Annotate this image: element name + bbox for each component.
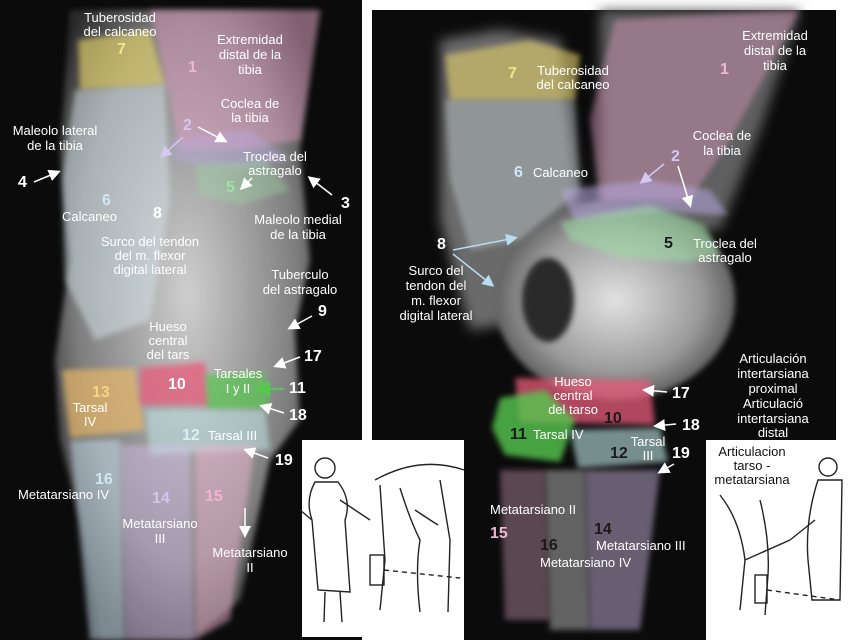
right-number-2: 2 <box>671 148 680 165</box>
left-number-6: 6 <box>102 192 111 209</box>
right-number-12: 12 <box>610 445 628 462</box>
right-number-14: 14 <box>594 521 612 538</box>
left-label-calcaneus: Calcaneo <box>62 209 117 224</box>
left-number-8: 8 <box>153 205 162 222</box>
right-number-15: 15 <box>490 525 508 542</box>
left-number-1: 1 <box>188 59 197 76</box>
left-number-9: 9 <box>318 303 327 320</box>
left-number-10: 10 <box>168 376 186 393</box>
left-number-11: 11 <box>289 380 306 397</box>
left-number-19: 19 <box>275 452 293 469</box>
left-number-7: 7 <box>117 41 126 58</box>
right-number-6: 6 <box>514 164 523 181</box>
right-number-1: 1 <box>720 61 729 78</box>
right-number-19: 19 <box>672 445 690 462</box>
left-number-2: 2 <box>183 117 192 134</box>
left-number-3: 3 <box>341 195 350 212</box>
left-number-18: 18 <box>289 407 307 424</box>
left-number-12: 12 <box>182 427 200 444</box>
right-label-metatarsal-4: Metatarsiano IV <box>540 555 631 570</box>
left-label-metatarsal-4: Metatarsiano IV <box>18 487 109 502</box>
right-number-17: 17 <box>672 385 690 402</box>
left-sketch-illustration <box>299 440 465 637</box>
left-label-tarsal-3: Tarsal III <box>208 428 257 443</box>
right-label-tarsal-4: Tarsal IV <box>533 427 584 442</box>
left-number-15: 15 <box>205 488 223 505</box>
right-number-8: 8 <box>437 236 446 253</box>
right-number-18: 18 <box>682 417 700 434</box>
left-radiograph-panel <box>0 0 362 640</box>
right-label-metatarsal-3: Metatarsiano III <box>596 538 686 553</box>
left-number-14: 14 <box>152 490 170 507</box>
right-radiograph-panel <box>372 10 836 640</box>
right-number-11: 11 <box>510 426 527 443</box>
right-number-10: 10 <box>604 410 622 427</box>
left-number-4: 4 <box>18 174 27 191</box>
right-label-calcaneus: Calcaneo <box>533 165 588 180</box>
right-label-metatarsal-2: Metatarsiano II <box>490 502 576 517</box>
left-number-13: 13 <box>92 384 110 401</box>
left-number-16: 16 <box>95 471 113 488</box>
right-number-16: 16 <box>540 537 558 554</box>
right-number-5: 5 <box>664 235 673 252</box>
right-number-7: 7 <box>508 65 517 82</box>
left-number-5: 5 <box>226 179 235 196</box>
left-number-17: 17 <box>304 348 322 365</box>
